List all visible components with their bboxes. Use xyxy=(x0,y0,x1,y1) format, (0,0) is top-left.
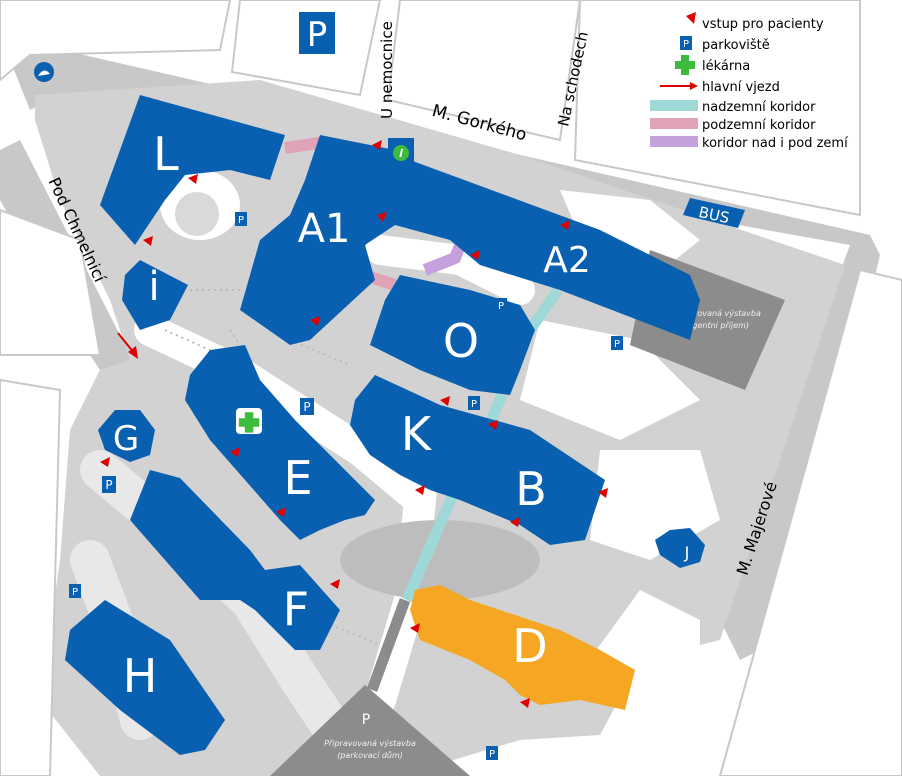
parking-letter: P xyxy=(471,399,477,410)
above-corridor-a2-o xyxy=(525,286,563,334)
label-d: D xyxy=(512,619,547,673)
building-labels: L i A1 A2 O G E K B F H D J xyxy=(113,127,690,703)
building-a1-a2[interactable] xyxy=(240,135,700,345)
building-o[interactable] xyxy=(370,275,535,395)
label-j: J xyxy=(684,543,690,562)
parking-letter: P xyxy=(614,339,620,350)
legend: vstup pro pacienty P parkoviště lékárna … xyxy=(650,12,848,151)
parking-letter: P xyxy=(307,15,328,55)
label-a2: A2 xyxy=(543,240,591,281)
building-g[interactable] xyxy=(98,410,155,462)
main-entrance-arrow xyxy=(117,332,138,359)
building-h[interactable] xyxy=(65,600,225,755)
building-j[interactable] xyxy=(655,528,705,568)
legend-above-corridor: nadzemní koridor xyxy=(650,100,816,115)
corridors xyxy=(284,136,563,692)
buildings xyxy=(65,95,705,755)
planned-garage-area: P Připravovaná výstavba (parkovací dům) xyxy=(270,685,470,776)
parking-letter: P xyxy=(498,301,504,312)
building-l[interactable] xyxy=(100,95,285,245)
label-f: F xyxy=(283,582,309,636)
building-k-b[interactable] xyxy=(350,375,605,545)
label-e: E xyxy=(283,451,312,505)
parking-letter: P xyxy=(105,478,112,492)
planned-urgent-line1: Připravovaná výstavba xyxy=(669,309,761,318)
planned-garage-line2: (parkovací dům) xyxy=(337,750,403,760)
patient-entrances xyxy=(100,140,608,708)
garage-parking-letter: P xyxy=(362,712,370,728)
legend-both-corridor: koridor nad i pod zemí xyxy=(650,136,848,151)
legend-pharmacy-label: lékárna xyxy=(702,59,750,74)
legend-under-corridor: podzemní koridor xyxy=(650,118,816,133)
parking-letter: P xyxy=(489,749,495,760)
label-h: H xyxy=(123,649,158,703)
planned-urgent-line2: (urgentní příjem) xyxy=(681,321,749,330)
legend-parking-letter: P xyxy=(683,39,689,50)
label-o: O xyxy=(443,314,479,368)
planned-corridor-d-garage xyxy=(366,598,411,692)
building-d[interactable] xyxy=(410,585,635,710)
label-a1: A1 xyxy=(298,206,351,252)
label-k: K xyxy=(401,407,433,461)
legend-parking: P parkoviště xyxy=(680,36,770,53)
legend-patient-entrance: vstup pro pacienty xyxy=(686,12,824,32)
parking-letter: P xyxy=(303,400,310,414)
building-i[interactable] xyxy=(122,260,188,330)
building-f[interactable] xyxy=(130,470,340,650)
legend-main-entrance: hlavní vjezd xyxy=(660,80,780,95)
pharmacy-icon[interactable] xyxy=(236,408,262,434)
label-i: i xyxy=(148,264,159,310)
legend-main-entrance-label: hlavní vjezd xyxy=(702,80,780,95)
legend-above-corridor-label: nadzemní koridor xyxy=(702,100,816,115)
above-corridor-b-d xyxy=(401,487,461,603)
parking-letter: P xyxy=(238,215,244,226)
building-e[interactable] xyxy=(185,345,375,540)
parking-sign-large: P xyxy=(299,12,335,55)
label-b: B xyxy=(515,462,547,516)
street-u-nemocnice: U nemocnice xyxy=(378,21,396,119)
label-l: L xyxy=(153,127,179,181)
legend-patient-entrance-label: vstup pro pacienty xyxy=(702,17,824,32)
legend-parking-label: parkoviště xyxy=(702,38,770,53)
legend-both-corridor-label: koridor nad i pod zemí xyxy=(702,136,848,151)
planned-garage-line1: Připravovaná výstavba xyxy=(324,739,416,748)
parking-letter: P xyxy=(72,587,78,598)
legend-under-corridor-label: podzemní koridor xyxy=(702,118,816,133)
label-g: G xyxy=(113,419,139,459)
info-letter: i xyxy=(399,147,403,160)
legend-pharmacy: lékárna xyxy=(675,55,750,75)
parking-signs: P P P P P P P P P xyxy=(69,12,623,760)
water-drop-icon xyxy=(34,62,54,82)
info-icon[interactable]: i xyxy=(388,138,414,166)
dotted-paths xyxy=(164,289,381,646)
